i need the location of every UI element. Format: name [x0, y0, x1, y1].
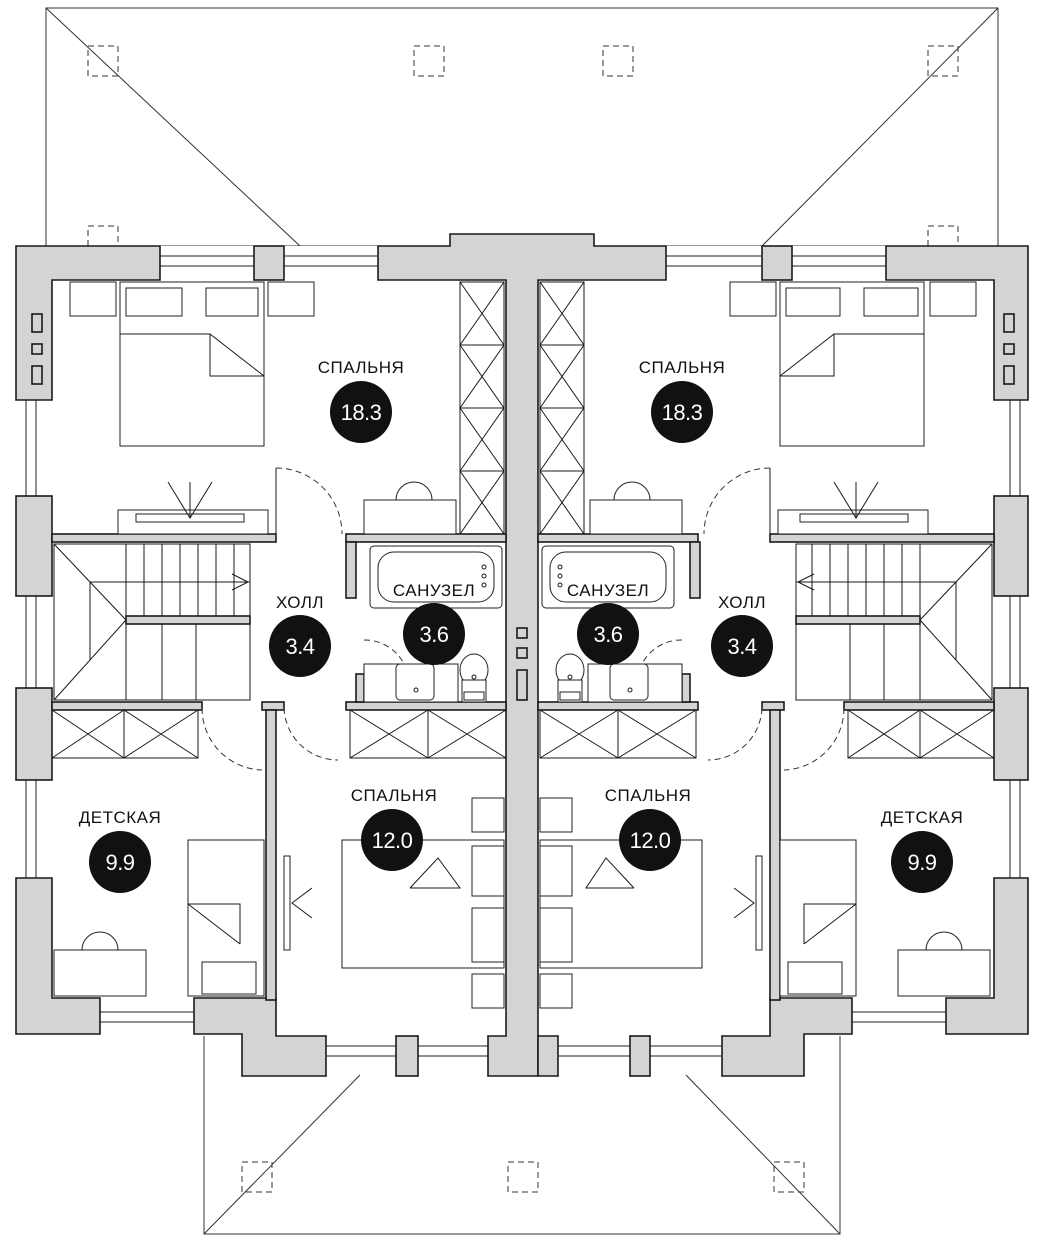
- furniture-bedroom-bottom-left: [283, 797, 505, 1009]
- room-label-bedroom-top-left: СПАЛЬНЯ: [318, 358, 405, 377]
- area-badge-bedroom-top-right: 18.3: [651, 381, 713, 443]
- room-label-kids-right: ДЕТСКАЯ: [881, 808, 964, 827]
- room-label-bathroom-left: САНУЗЕЛ: [393, 581, 475, 600]
- room-label-hall-right: ХОЛЛ: [718, 593, 766, 612]
- furniture-bedroom-bottom-right: [539, 797, 763, 1009]
- room-label-kids-left: ДЕТСКАЯ: [79, 808, 162, 827]
- room-labels: СПАЛЬНЯ СПАЛЬНЯ ХОЛЛ САНУЗЕЛ САНУЗЕЛ ХОЛ…: [79, 358, 964, 827]
- room-label-hall-left: ХОЛЛ: [276, 593, 324, 612]
- area-value: 12.0: [630, 828, 671, 853]
- area-badge-bedroom-bottom-right: 12.0: [619, 809, 681, 871]
- area-badges: 18.3 18.3 3.4 3.6 3.6 3.4 9.9 12.0: [89, 381, 953, 893]
- area-badge-bathroom-right: 3.6: [577, 603, 639, 665]
- area-value: 18.3: [341, 400, 382, 425]
- area-badge-bathroom-left: 3.6: [403, 603, 465, 665]
- area-value: 12.0: [372, 828, 413, 853]
- doors: [201, 467, 845, 771]
- exterior-walls: [15, 233, 1029, 1077]
- furniture-bedroom-top-right: [589, 281, 977, 535]
- area-value: 3.4: [285, 634, 314, 659]
- furniture-kids-left: [53, 839, 265, 997]
- area-value: 3.6: [593, 622, 622, 647]
- furniture-bedroom-top-left: [69, 281, 457, 535]
- area-value: 3.6: [419, 622, 448, 647]
- room-label-bedroom-bottom-left: СПАЛЬНЯ: [351, 786, 438, 805]
- area-badge-hall-right: 3.4: [711, 615, 773, 677]
- furniture-bathroom-right: [541, 545, 683, 703]
- furniture-kids-right: [779, 839, 991, 997]
- room-label-bathroom-right: САНУЗЕЛ: [567, 581, 649, 600]
- furniture-bathroom-left: [363, 545, 503, 703]
- room-label-bedroom-top-right: СПАЛЬНЯ: [639, 358, 726, 377]
- area-value: 9.9: [105, 850, 134, 875]
- roof-top: [45, 7, 999, 247]
- room-label-bedroom-bottom-right: СПАЛЬНЯ: [605, 786, 692, 805]
- area-badge-bedroom-top-left: 18.3: [330, 381, 392, 443]
- area-value: 18.3: [662, 400, 703, 425]
- area-badge-kids-left: 9.9: [89, 831, 151, 893]
- stairs-right: [795, 543, 993, 701]
- stairs-left: [53, 543, 251, 701]
- wardrobes: [51, 281, 995, 759]
- area-badge-bedroom-bottom-left: 12.0: [361, 809, 423, 871]
- area-value: 3.4: [727, 634, 756, 659]
- area-value: 9.9: [907, 850, 936, 875]
- area-badge-kids-right: 9.9: [891, 831, 953, 893]
- area-badge-hall-left: 3.4: [269, 615, 331, 677]
